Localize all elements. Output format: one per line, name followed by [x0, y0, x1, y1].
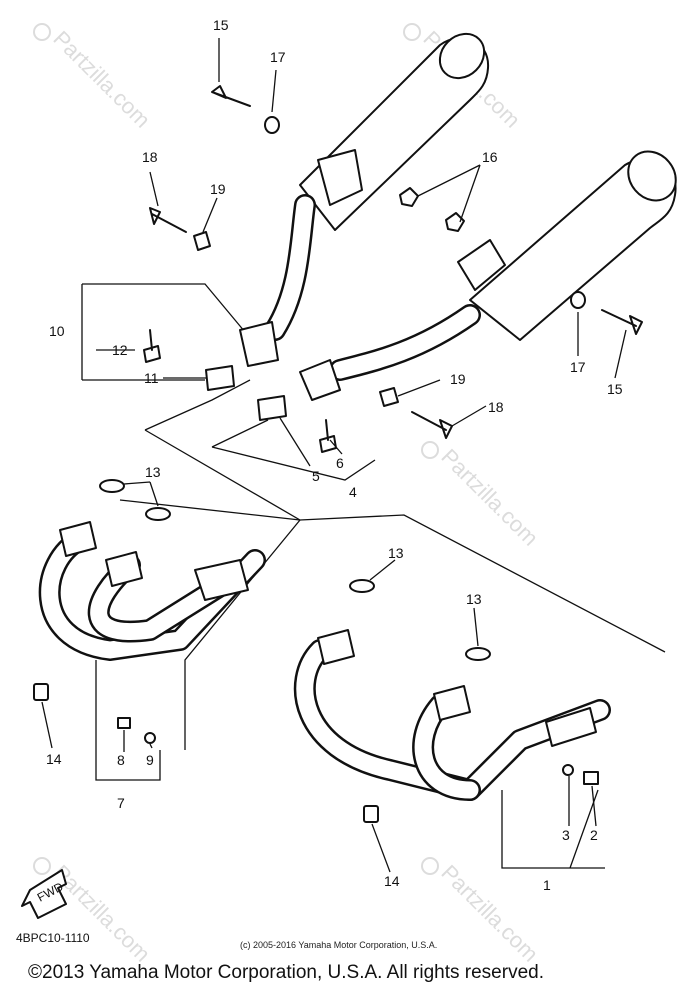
gasket-13-d	[465, 647, 491, 661]
callout-13-a: 13	[145, 464, 161, 480]
callout-19-left: 19	[210, 181, 226, 197]
watermark-bottom-left: Partzilla.com	[33, 857, 155, 967]
grommet-19-right	[379, 387, 399, 407]
cap-14-right	[363, 805, 379, 823]
bolt-18-right	[411, 411, 453, 439]
bolt-18-left	[149, 207, 187, 233]
callout-12: 12	[112, 342, 128, 358]
callout-14-right: 14	[384, 873, 400, 889]
bolt-12	[143, 329, 161, 363]
callout-1: 1	[543, 877, 551, 893]
callout-17-left: 17	[270, 49, 286, 65]
bolt-15-left	[211, 85, 251, 107]
callout-5: 5	[312, 468, 320, 484]
gasket-13-b	[145, 507, 171, 521]
copyright-footer: ©2013 Yamaha Motor Corporation, U.S.A. A…	[28, 962, 544, 983]
callout-6: 6	[336, 455, 344, 471]
nut-16-left	[399, 187, 419, 207]
callout-10: 10	[49, 323, 65, 339]
watermark-text: Partzilla.com	[436, 860, 543, 967]
exhaust-pipe-left	[38, 521, 266, 661]
gasket-11	[205, 365, 235, 391]
callout-13-c: 13	[388, 545, 404, 561]
washer-3	[562, 764, 574, 776]
washer-17-left	[264, 116, 280, 134]
bolt-6	[319, 419, 337, 453]
gasket-5	[257, 395, 287, 421]
nut-16-right	[445, 212, 465, 232]
muffler-right	[299, 150, 677, 401]
callout-4: 4	[349, 484, 357, 500]
callout-18-right: 18	[488, 399, 504, 415]
callout-17-right: 17	[570, 359, 586, 375]
callout-16: 16	[482, 149, 498, 165]
callout-2: 2	[590, 827, 598, 843]
callout-labels: 15 17 16 18 19 17 15 10 12 11 19 18 5 6 …	[46, 17, 623, 893]
bolt-2	[583, 771, 599, 785]
callout-3: 3	[562, 827, 570, 843]
muffler-left	[239, 32, 490, 367]
exhaust-pipe-right	[293, 629, 611, 801]
grommet-19-left	[193, 231, 211, 251]
callout-14-left: 14	[46, 751, 62, 767]
callout-13-d: 13	[466, 591, 482, 607]
callout-18-left: 18	[142, 149, 158, 165]
fwd-arrow-icon: FWD	[21, 869, 67, 919]
washer-9	[144, 732, 156, 744]
gasket-13-a	[99, 479, 125, 493]
callout-9: 9	[146, 752, 154, 768]
leader-lines	[41, 38, 627, 873]
watermark-top-left: Partzilla.com	[33, 23, 155, 133]
callout-19-right: 19	[450, 371, 466, 387]
watermark-text: Partzilla.com	[48, 26, 155, 133]
callout-11: 11	[144, 370, 159, 386]
callout-8: 8	[117, 752, 125, 768]
callout-7: 7	[117, 795, 125, 811]
watermark-bottom-right: Partzilla.com	[421, 857, 543, 967]
watermark-text: Partzilla.com	[436, 444, 543, 551]
callout-15-left: 15	[213, 17, 229, 33]
assembly-4-box	[144, 379, 666, 653]
small-copyright: (c) 2005-2016 Yamaha Motor Corporation, …	[240, 940, 437, 950]
bolt-15-right	[601, 309, 643, 335]
watermark-group: Partzilla.com Partzilla.com Partzilla.co…	[33, 23, 543, 967]
bolt-8	[117, 717, 131, 729]
diagram-code: 4BPC10-1110	[16, 931, 90, 945]
callout-15-right: 15	[607, 381, 623, 397]
gasket-13-c	[349, 579, 375, 593]
assembly-10-bracket	[81, 283, 246, 381]
cap-14-left	[33, 683, 49, 701]
washer-17-right	[570, 291, 586, 309]
